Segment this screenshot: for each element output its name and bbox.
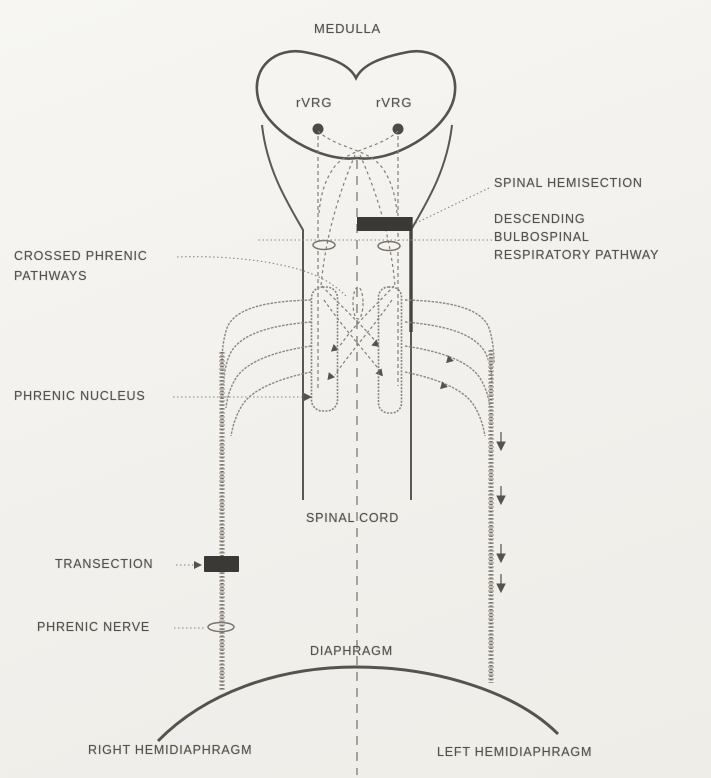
label-left-hemidiaphragm: LEFT HEMIDIAPHRAGM xyxy=(437,745,593,759)
crossing-arrowheads xyxy=(327,339,383,381)
medulla-outline xyxy=(255,49,457,160)
label-spinal-cord: SPINAL CORD xyxy=(306,511,400,525)
crossed-phrenic-pathways xyxy=(321,285,395,376)
label-rvrg-right: rVRG xyxy=(376,95,413,110)
bulbospinal-pathways-dashed xyxy=(317,136,399,390)
label-rvrg-left: rVRG xyxy=(296,95,333,110)
label-phrenic-nucleus: PHRENIC NUCLEUS xyxy=(14,389,146,403)
fiber-arrowheads-right xyxy=(440,355,454,390)
hemisection-bar xyxy=(357,217,412,231)
phrenic-root-fibers-left xyxy=(221,299,312,437)
phrenic-root-fibers-right xyxy=(404,299,495,437)
rvrg-neuron-left xyxy=(312,123,324,135)
label-medulla: MEDULLA xyxy=(314,21,382,36)
rvrg-neuron-right xyxy=(392,123,404,135)
spinal-cord-outline xyxy=(261,124,453,500)
leader-arrowheads xyxy=(194,393,312,569)
leader-lines xyxy=(173,187,492,629)
phrenic-nerve-ellipse xyxy=(207,621,235,633)
diaphragm-dome xyxy=(156,665,560,743)
phrenic-nucleus-columns xyxy=(310,286,403,414)
label-descending-bulbospinal-pathway: DESCENDING BULBOSPINAL RESPIRATORY PATHW… xyxy=(494,212,660,262)
label-transection: TRANSECTION xyxy=(55,557,154,571)
label-phrenic-nerve: PHRENIC NERVE xyxy=(37,620,150,634)
transection-bar xyxy=(204,556,239,572)
label-diaphragm: DIAPHRAGM xyxy=(310,644,393,658)
label-crossed-phrenic-pathways: CROSSED PHRENIC PATHWAYS xyxy=(14,249,148,283)
label-right-hemidiaphragm: RIGHT HEMIDIAPHRAGM xyxy=(88,743,253,757)
impulse-arrows-right-nerve xyxy=(496,432,506,594)
label-spinal-hemisection: SPINAL HEMISECTION xyxy=(494,176,643,190)
